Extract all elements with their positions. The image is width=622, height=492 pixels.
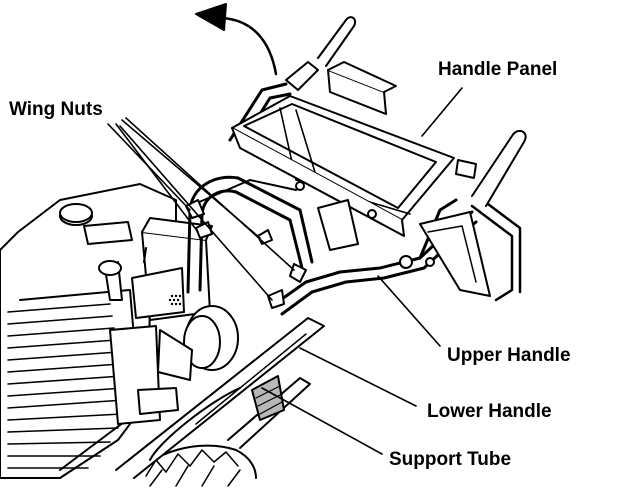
engine-cooling-fins [7, 303, 125, 469]
label-support-tube: Support Tube [389, 449, 512, 470]
label-wing-nuts: Wing Nuts [9, 99, 103, 120]
muffler-vent-dots [168, 294, 182, 306]
label-lower-handle: Lower Handle [427, 401, 552, 422]
label-handle-panel: Handle Panel [438, 59, 558, 80]
engine [0, 183, 239, 479]
callout-leader-lines [107, 87, 463, 455]
rotation-arrow [195, 3, 278, 76]
wing-nuts [185, 199, 307, 309]
lower-handle-tubes [115, 317, 325, 479]
label-upper-handle: Upper Handle [447, 345, 571, 366]
handle-panel [231, 61, 491, 297]
